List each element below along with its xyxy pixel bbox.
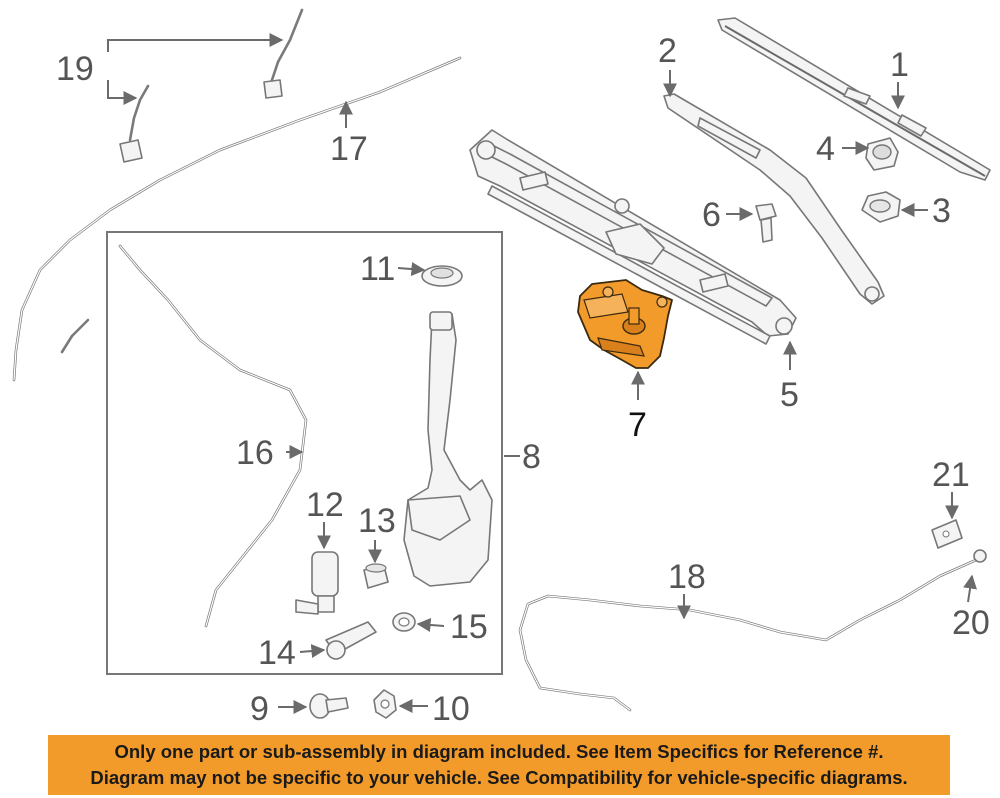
callout-12: 12	[306, 486, 344, 524]
callout-18: 18	[668, 558, 706, 596]
callout-4: 4	[816, 130, 835, 168]
callout-21: 21	[932, 456, 970, 494]
reservoir-cap	[421, 265, 463, 287]
flange-nut	[861, 191, 901, 223]
callout-20: 20	[952, 604, 990, 642]
disclaimer-banner: Only one part or sub-assembly in diagram…	[48, 735, 950, 795]
washer-pump	[295, 551, 339, 615]
disclaimer-line-2: Diagram may not be specific to your vehi…	[90, 767, 908, 788]
diagram-canvas: 1 2 3 4 5 6 7 8 9 10 11 12 13 14 15 16 1…	[12, 8, 991, 728]
callout-2: 2	[658, 32, 677, 70]
hose-clip	[931, 519, 963, 549]
callout-3: 3	[932, 192, 951, 230]
disclaimer-line-1: Only one part or sub-assembly in diagram…	[114, 741, 884, 762]
callout-19: 19	[56, 50, 94, 88]
callout-9: 9	[250, 690, 269, 728]
washer-reservoir	[403, 311, 493, 587]
callout-11: 11	[360, 250, 395, 288]
callout-6: 6	[702, 196, 721, 234]
hose-connector	[325, 621, 377, 660]
wiper-linkage	[469, 129, 797, 345]
leader-lines	[107, 33, 978, 714]
inner-washer-hose	[118, 244, 308, 628]
callout-15: 15	[450, 608, 488, 646]
wiper-arm	[663, 93, 885, 305]
callout-7: 7	[628, 406, 647, 444]
callout-16: 16	[236, 434, 274, 472]
wiper-blade	[717, 17, 991, 181]
callout-labels: 1 2 3 4 5 6 7 8 9 10 11 12 13 14 15 16 1…	[56, 32, 990, 728]
mounting-nut	[373, 689, 397, 719]
pump-grommet	[363, 563, 389, 589]
callout-17: 17	[330, 130, 368, 168]
seal-ring	[392, 612, 416, 632]
arm-cap	[865, 137, 899, 171]
bolt	[755, 203, 777, 243]
callout-8: 8	[522, 438, 541, 476]
rear-washer-hose	[518, 549, 987, 712]
wiper-motor-highlighted	[577, 279, 673, 369]
callout-1: 1	[890, 46, 909, 84]
upper-washer-hose	[12, 56, 462, 382]
mounting-bolt	[309, 693, 349, 719]
washer-nozzles	[119, 8, 304, 163]
callout-14: 14	[258, 634, 296, 672]
callout-10: 10	[432, 690, 470, 728]
reservoir-assembly-box	[106, 231, 503, 675]
callout-5: 5	[780, 376, 799, 414]
callout-13: 13	[358, 502, 396, 540]
